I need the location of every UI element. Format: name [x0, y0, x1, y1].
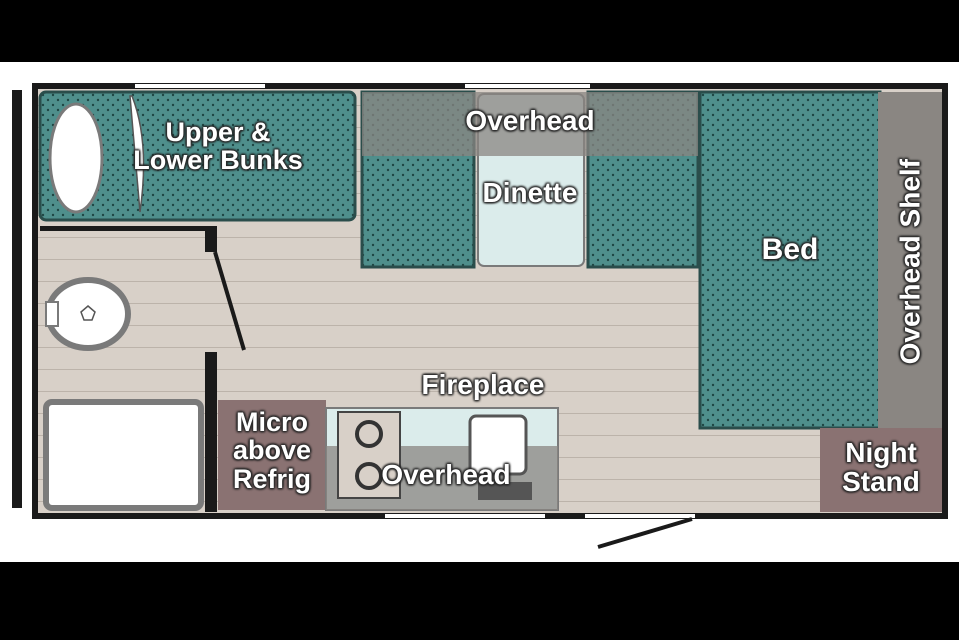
bathroom-door	[213, 251, 246, 351]
window-bottom-2	[585, 514, 695, 518]
window-top-2	[465, 84, 590, 88]
label-dinette: Dinette	[482, 177, 578, 208]
bathroom-wall-side-lower	[205, 352, 217, 512]
toilet-tank	[45, 301, 59, 327]
label-overhead-bottom: Overhead	[381, 459, 511, 490]
night-stand-area	[820, 428, 942, 512]
bunk-window	[48, 102, 104, 214]
label-bunks: Upper & Lower Bunks	[133, 117, 303, 176]
label-fireplace: Fireplace	[421, 369, 545, 400]
overhead-top-cabinet	[362, 92, 698, 156]
label-overhead-top: Overhead	[465, 105, 595, 136]
bunks-area	[38, 90, 357, 222]
sink	[468, 414, 528, 476]
overhead-shelf-area	[878, 92, 942, 428]
bunk-curtain	[129, 95, 145, 213]
label-night-stand: Night Stand	[842, 437, 920, 498]
label-micro: Micro above Refrig	[232, 407, 312, 494]
bed-area	[698, 90, 882, 430]
faucet	[478, 482, 532, 500]
floor-plan-svg	[12, 83, 948, 549]
window-top-1	[135, 84, 265, 88]
stove	[337, 411, 401, 499]
label-overhead-shelf: Overhead Shelf	[894, 158, 926, 365]
toilet-drain	[80, 305, 96, 321]
burner-2	[355, 462, 383, 490]
label-bed: Bed	[761, 233, 819, 266]
shower	[43, 399, 204, 511]
entry-door	[597, 517, 693, 549]
bathroom-wall-side	[205, 226, 217, 252]
window-bottom-1	[385, 514, 545, 518]
front-wall-accent	[12, 90, 22, 508]
floor-plan-canvas: Upper & Lower Bunks Overhead Dinette Bed…	[0, 62, 959, 562]
bathroom-wall-top	[40, 226, 215, 231]
micro-refrig-area	[218, 400, 326, 510]
burner-1	[355, 420, 383, 448]
